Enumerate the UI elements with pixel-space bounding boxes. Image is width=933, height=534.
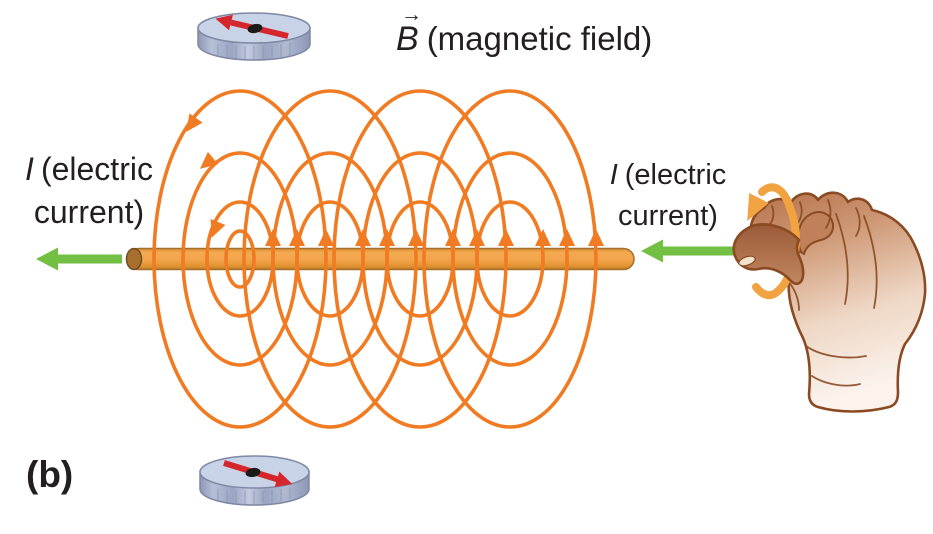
- current-arrow-left: [36, 247, 122, 271]
- magnetic-field-label-text: (magnetic field): [426, 20, 653, 57]
- thumb-nail: [738, 255, 756, 267]
- right-hand-rule-icon: [732, 183, 927, 413]
- current-arrow-right: [641, 239, 738, 263]
- magnetic-field-label: B→(magnetic field): [396, 3, 653, 59]
- compass-top-needle-icon: [215, 14, 289, 39]
- b-symbol-with-vector: B→: [396, 3, 422, 59]
- b-symbol: B: [396, 20, 419, 58]
- current-label-left: I(electric current): [2, 148, 176, 234]
- current-label-right-line2: current): [618, 200, 718, 232]
- current-label-right-text: (electric: [624, 159, 727, 191]
- current-label-left-line1: I(electric: [2, 148, 176, 191]
- compass-top: [197, 12, 311, 61]
- compass-bottom: [199, 455, 310, 506]
- hand-index-finger: [797, 211, 835, 255]
- current-label-right-line1: I(electric: [592, 155, 744, 196]
- field-line-group-2: [242, 89, 418, 429]
- wire-end-cap: [125, 247, 143, 271]
- field-line-group-4: [422, 89, 598, 429]
- current-symbol-right: I: [609, 159, 618, 191]
- current-carrying-wire: [125, 247, 635, 271]
- current-label-right: I(electric current): [592, 155, 744, 237]
- compass-bottom-needle-icon: [223, 460, 293, 487]
- field-direction-up-arrows: [265, 229, 604, 246]
- field-direction-flank-arrows: [186, 113, 226, 238]
- current-label-left-text: (electric: [40, 151, 153, 187]
- current-symbol-left: I: [25, 151, 34, 187]
- vector-arrow-icon: →: [401, 3, 422, 26]
- panel-label: (b): [26, 454, 74, 495]
- current-label-left-line2: current): [33, 194, 145, 230]
- hand-thumb: [732, 223, 805, 286]
